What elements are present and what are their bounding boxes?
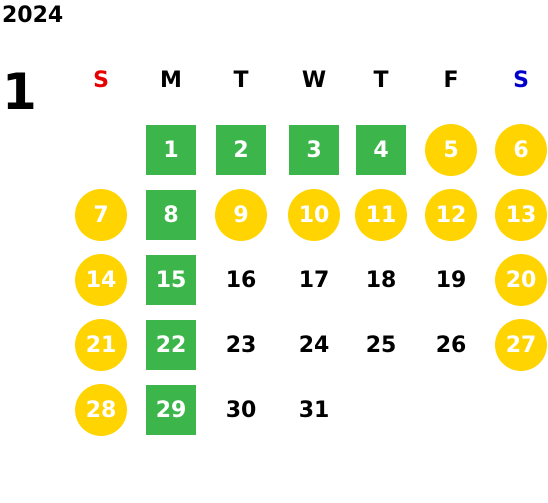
calendar-day: 26 [435,332,467,358]
weekday-header: W [301,68,327,93]
calendar-day: 18 [365,267,397,293]
calendar-day: 6 [495,124,547,176]
weekday-header: M [160,68,182,93]
weekday-header: F [443,68,459,93]
calendar-day: 23 [225,332,257,358]
weekday-header: S [93,68,109,93]
calendar-day: 3 [289,125,339,175]
calendar-day: 4 [356,125,406,175]
calendar-day: 10 [288,189,340,241]
calendar-day: 11 [355,189,407,241]
calendar-day: 14 [75,254,127,306]
weekday-header: T [233,68,249,93]
calendar-day: 5 [425,124,477,176]
month-number: 1 [2,63,37,121]
calendar-day: 13 [495,189,547,241]
calendar-day: 17 [298,267,330,293]
calendar-day: 21 [75,319,127,371]
calendar-day: 9 [215,189,267,241]
weekday-header: T [373,68,389,93]
calendar-day: 30 [225,397,257,423]
calendar-day: 24 [298,332,330,358]
year-label: 2024 [2,3,64,28]
calendar-day: 7 [75,189,127,241]
calendar-day: 20 [495,254,547,306]
calendar-day: 29 [146,385,196,435]
calendar-day: 12 [425,189,477,241]
weekday-header: S [513,68,529,93]
calendar-day: 28 [75,384,127,436]
calendar-day: 19 [435,267,467,293]
calendar-day: 15 [146,255,196,305]
calendar-day: 2 [216,125,266,175]
calendar-day: 27 [495,319,547,371]
calendar-day: 16 [225,267,257,293]
calendar-day: 25 [365,332,397,358]
calendar-day: 22 [146,320,196,370]
calendar-day: 8 [146,190,196,240]
calendar-day: 31 [298,397,330,423]
calendar-day: 1 [146,125,196,175]
